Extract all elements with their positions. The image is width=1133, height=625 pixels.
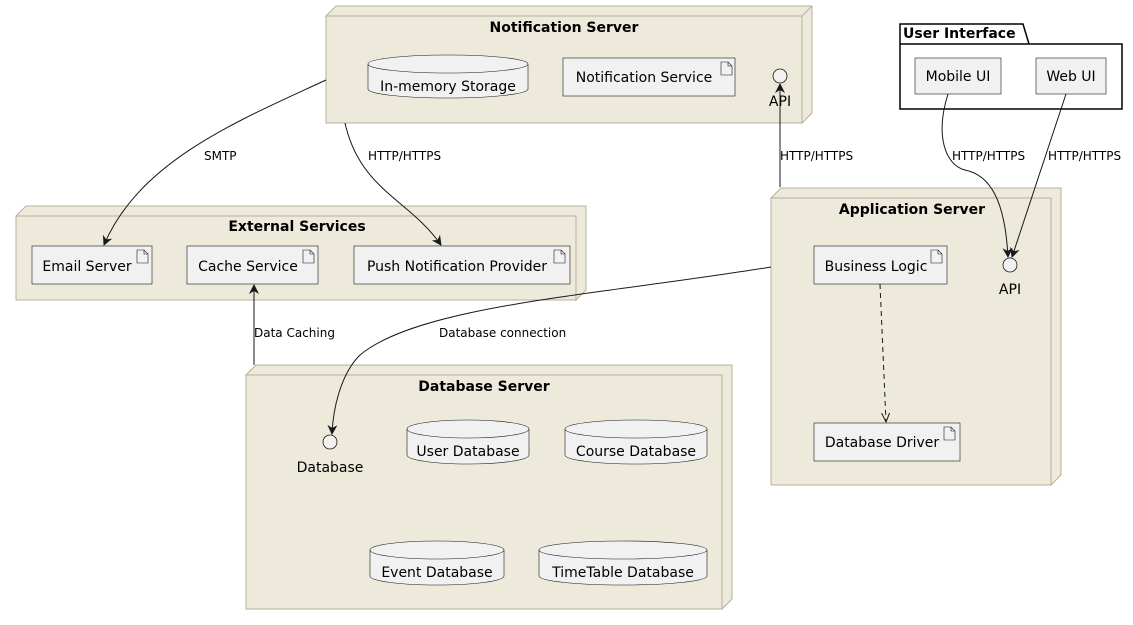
edge-notification-push: HTTP/HTTPS <box>344 122 442 246</box>
label-course-database: Course Database <box>576 444 696 460</box>
edge-web-to-api: HTTP/HTTPS <box>1010 93 1121 258</box>
node-title-database-server: Database Server <box>418 379 549 395</box>
database-in-memory-storage: In-memory Storage <box>367 54 529 99</box>
artifact-mobile-ui: Mobile UI <box>914 57 1002 95</box>
database-user-database: User Database <box>406 419 530 465</box>
edge-data-caching: Data Caching <box>249 284 335 365</box>
label-application-api: API <box>999 282 1021 298</box>
database-course-database: Course Database <box>564 419 708 465</box>
label-database: Database <box>297 460 364 476</box>
edge-label-mobile-to-api: HTTP/HTTPS <box>952 149 1025 163</box>
edge-mobile-to-api: HTTP/HTTPS <box>941 93 1025 258</box>
artifact-email-server: Email Server <box>31 245 153 285</box>
artifact-icon <box>302 249 315 264</box>
label-user-database: User Database <box>416 444 519 460</box>
artifact-database-driver: Database Driver <box>813 422 961 462</box>
artifact-icon <box>943 426 956 441</box>
edge-app-to-notification-api: HTTP/HTTPS <box>775 83 853 187</box>
artifact-icon <box>136 249 149 264</box>
label-push-notification-provider: Push Notification Provider <box>367 259 547 275</box>
node-notification-server: Notification Server In-memory Storage No… <box>324 5 813 125</box>
label-event-database: Event Database <box>381 565 492 581</box>
label-web-ui: Web UI <box>1046 69 1095 85</box>
artifact-push-notification-provider: Push Notification Provider <box>353 245 571 285</box>
edge-database-connection: Database connection <box>327 266 772 435</box>
database-event-database: Event Database <box>369 540 505 586</box>
package-user-interface: User Interface Mobile UI Web UI <box>899 23 1123 110</box>
database-timetable-database: TimeTable Database <box>538 540 708 586</box>
node-title-notification-server: Notification Server <box>490 20 639 36</box>
edge-label-web-to-api: HTTP/HTTPS <box>1048 149 1121 163</box>
package-title-user-interface: User Interface <box>903 26 1016 42</box>
edge-label-database-connection: Database connection <box>439 326 566 340</box>
node-database-server: Database Server Database User Database C… <box>244 364 733 611</box>
interface-application-api: API <box>999 257 1021 298</box>
node-title-application-server: Application Server <box>839 202 985 218</box>
node-application-server: Application Server Business Logic API Da… <box>769 187 1062 487</box>
edge-label-smtp: SMTP <box>204 149 237 163</box>
label-database-driver: Database Driver <box>825 435 940 451</box>
label-cache-service: Cache Service <box>198 259 298 275</box>
artifact-notification-service: Notification Service <box>562 57 736 97</box>
label-mobile-ui: Mobile UI <box>926 69 991 85</box>
node-external-services: External Services Email Server Cache Ser… <box>14 205 587 302</box>
edge-label-data-caching: Data Caching <box>254 326 335 340</box>
interface-database: Database <box>297 434 364 476</box>
artifact-icon <box>930 249 943 264</box>
edge-smtp: SMTP <box>102 79 327 246</box>
label-in-memory-storage: In-memory Storage <box>380 79 516 95</box>
edge-label-notification-push: HTTP/HTTPS <box>368 149 441 163</box>
artifact-cache-service: Cache Service <box>186 245 319 285</box>
artifact-icon <box>553 249 566 264</box>
artifact-icon <box>720 61 733 76</box>
node-title-external-services: External Services <box>228 219 365 235</box>
label-email-server: Email Server <box>42 259 131 275</box>
label-business-logic: Business Logic <box>825 259 928 275</box>
label-notification-service: Notification Service <box>576 70 713 86</box>
label-timetable-database: TimeTable Database <box>551 565 694 581</box>
edge-label-app-to-notification: HTTP/HTTPS <box>780 149 853 163</box>
artifact-web-ui: Web UI <box>1035 57 1107 95</box>
artifact-business-logic: Business Logic <box>813 245 948 285</box>
